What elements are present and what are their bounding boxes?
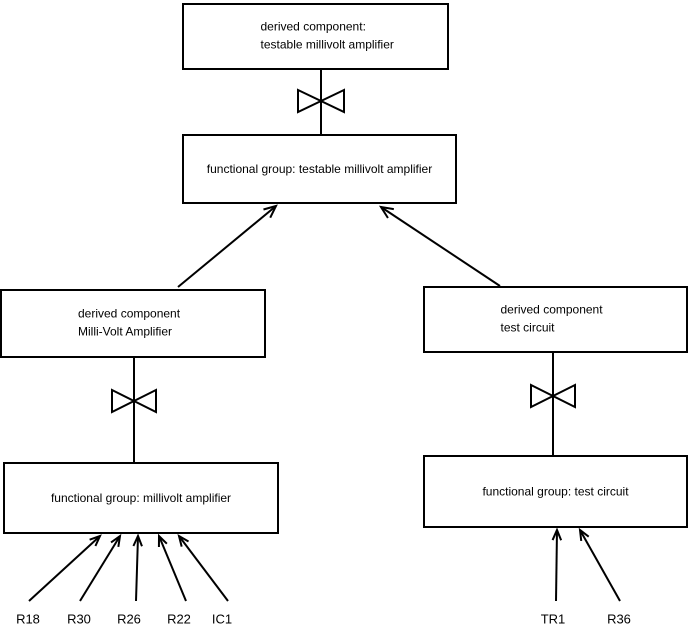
- leaf-label-r36: R36: [607, 611, 631, 626]
- derived-component-milli-volt-amplifier-label-line2: Milli-Volt Amplifier: [78, 325, 172, 339]
- arrow-r22-shaft: [158, 535, 187, 602]
- arrow-r18: [28, 534, 102, 602]
- arrow-test-circuit-to-testable-group: [378, 205, 501, 287]
- derived-component-testable-millivolt-amplifier[interactable]: derived component: testable millivolt am…: [182, 3, 449, 70]
- leaf-label-r26: R26: [117, 611, 141, 626]
- arrow-r36-shaft: [579, 529, 621, 602]
- arrow-r30: [79, 533, 122, 602]
- bowtie-connector-left-left-triangle: [111, 388, 137, 414]
- arrow-test-circuit-to-testable-group-head: [378, 205, 394, 219]
- derived-component-test-circuit-label-line1: derived component: [501, 303, 604, 317]
- derived-component-milli-volt-amplifier-box[interactable]: [0, 289, 266, 358]
- leaf-labels-layer: R18 R30 R26 R22 IC1 TR1 R36: [16, 611, 631, 626]
- arrow-r22-head: [157, 533, 168, 548]
- bowtie-connector-right-right-triangle: [550, 383, 576, 409]
- derived-component-testable-millivolt-amplifier-box[interactable]: [182, 3, 449, 70]
- arrow-milli-volt-amplifier-to-testable-group-head: [263, 204, 278, 219]
- derived-component-milli-volt-amplifier-label-line1: derived component: [78, 307, 181, 321]
- bowtie-connectors-layer: [111, 88, 576, 414]
- functional-group-test-circuit[interactable]: functional group: test circuit: [423, 455, 688, 528]
- bowtie-connector-right: [530, 383, 576, 409]
- functional-group-testable-millivolt-amplifier-label: functional group: testable millivolt amp…: [207, 162, 432, 176]
- arrow-tr1-head: [551, 527, 563, 541]
- arrow-r30-head: [110, 533, 122, 548]
- vertical-links-layer: [133, 70, 554, 462]
- arrow-r26-shaft: [135, 535, 139, 602]
- arrow-r18-shaft: [28, 535, 101, 602]
- derived-component-test-circuit-box[interactable]: [423, 286, 688, 353]
- arrow-r26-head: [132, 533, 143, 547]
- arrow-r26: [132, 533, 143, 602]
- arrow-ic1-head: [177, 533, 190, 547]
- arrow-r18-head: [89, 534, 102, 547]
- leaf-label-r30: R30: [67, 611, 91, 626]
- arrow-milli-volt-amplifier-to-testable-group-shaft: [177, 205, 277, 288]
- bowtie-connector-left-right-triangle: [131, 388, 157, 414]
- functional-group-millivolt-amplifier[interactable]: functional group: millivolt amplifier: [3, 462, 279, 534]
- bowtie-connector-top: [297, 88, 345, 114]
- arrow-milli-volt-amplifier-to-testable-group: [177, 204, 278, 288]
- derived-component-test-circuit[interactable]: derived component test circuit: [423, 286, 688, 353]
- leaf-arrows-layer: [28, 527, 621, 602]
- arrow-ic1-shaft: [178, 535, 229, 602]
- arrow-tr1-shaft: [555, 529, 558, 602]
- derived-component-testable-millivolt-amplifier-label-line1: derived component:: [261, 20, 366, 34]
- leaf-label-tr1: TR1: [541, 611, 566, 626]
- functional-group-testable-millivolt-amplifier-box[interactable]: [182, 134, 457, 204]
- arrow-r36-head: [578, 527, 590, 542]
- leaf-label-r22: R22: [167, 611, 191, 626]
- bowtie-connector-left: [111, 388, 157, 414]
- arrow-r36: [578, 527, 621, 602]
- bowtie-connector-top-left-triangle: [297, 88, 324, 114]
- leaf-label-ic1: IC1: [212, 611, 232, 626]
- bowtie-connector-top-right-triangle: [318, 88, 345, 114]
- arrow-r22: [157, 533, 187, 602]
- leaf-label-r18: R18: [16, 611, 40, 626]
- arrow-r30-shaft: [79, 535, 121, 602]
- functional-group-test-circuit-box[interactable]: [423, 455, 688, 528]
- functional-group-millivolt-amplifier-label: functional group: millivolt amplifier: [51, 491, 231, 505]
- derived-component-test-circuit-label-line2: test circuit: [501, 321, 556, 335]
- arrow-test-circuit-to-testable-group-shaft: [380, 206, 501, 287]
- derived-component-testable-millivolt-amplifier-label-line2: testable millivolt amplifier: [261, 38, 394, 52]
- node-boxes-layer: derived component: testable millivolt am…: [0, 3, 688, 534]
- arrow-ic1: [177, 533, 229, 602]
- functional-group-millivolt-amplifier-box[interactable]: [3, 462, 279, 534]
- functional-group-testable-millivolt-amplifier[interactable]: functional group: testable millivolt amp…: [182, 134, 457, 204]
- functional-group-test-circuit-label: functional group: test circuit: [482, 485, 629, 499]
- arrow-tr1: [551, 527, 563, 602]
- bowtie-connector-right-left-triangle: [530, 383, 556, 409]
- generalization-arrows-layer: [177, 204, 501, 288]
